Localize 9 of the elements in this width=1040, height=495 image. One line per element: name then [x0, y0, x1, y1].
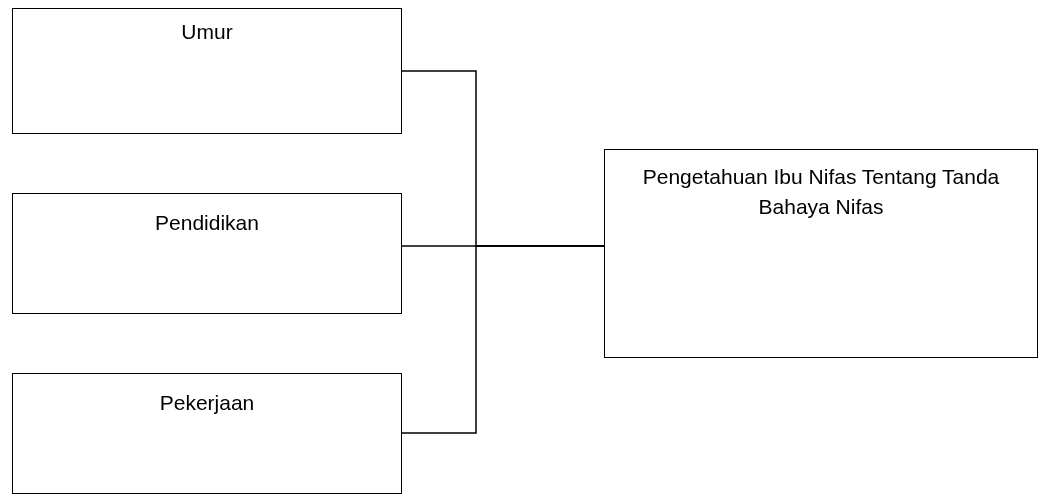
- box-label: Pengetahuan Ibu Nifas Tentang Tanda Bahaya Nifas: [641, 164, 1001, 220]
- variable-box: [12, 373, 402, 494]
- variable-box: [12, 8, 402, 134]
- variable-box: [604, 149, 1038, 358]
- box-label: Umur: [180, 19, 234, 45]
- connector-line: [401, 245, 605, 434]
- box-label: Pekerjaan: [158, 390, 256, 416]
- box-label: Pendidikan: [154, 210, 260, 236]
- variable-box: [12, 193, 402, 314]
